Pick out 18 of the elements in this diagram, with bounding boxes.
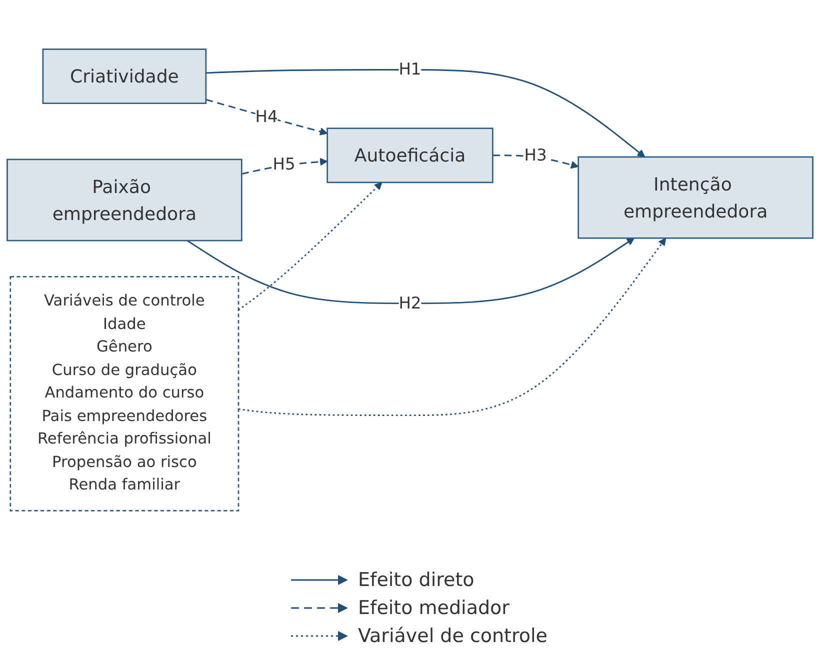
- node-box: Autoeficácia: [326, 128, 494, 184]
- arrow: [206, 98, 328, 136]
- arrow: [238, 182, 382, 311]
- node-box: Intenção empreendedora: [578, 156, 814, 239]
- legend-label: Efeito mediador: [358, 597, 510, 619]
- arrow: [186, 238, 635, 304]
- node-box: Paixão empreendedora: [6, 158, 242, 242]
- arrow: [206, 69, 646, 158]
- legend-label: Efeito direto: [358, 569, 474, 591]
- node-box: Variáveis de controle Idade Gênero Curso de gradução Andamento do curso Pais empreendedores Referência profissional Propensão ao risco Renda familiar: [10, 276, 240, 512]
- node-box: Criatividade: [42, 48, 207, 104]
- edge-label: H1: [398, 60, 422, 80]
- legend-label: Variável de controle: [358, 625, 548, 647]
- edge-label: H3: [524, 146, 547, 165]
- edge-label: H4: [255, 107, 278, 126]
- arrow: [238, 238, 666, 416]
- edge-label: H5: [272, 155, 296, 174]
- edge-label: H2: [398, 294, 422, 313]
